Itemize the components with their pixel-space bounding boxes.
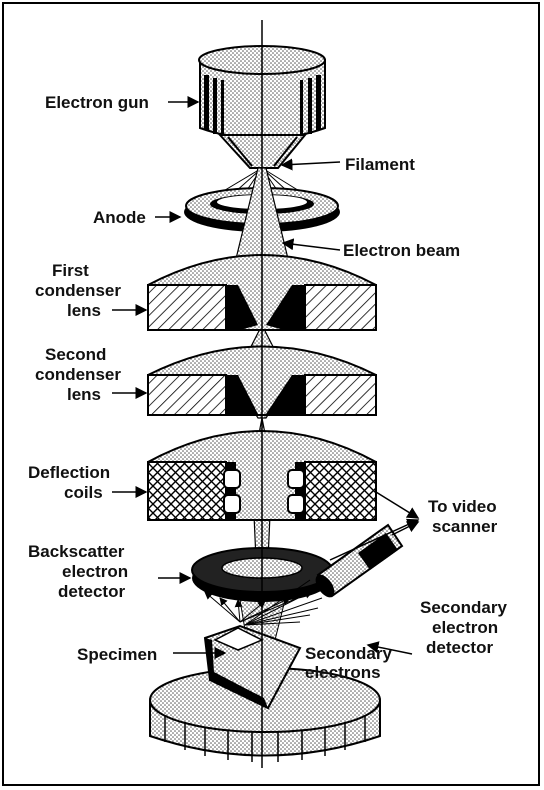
label-secondary-detector-3: detector [426,638,493,657]
label-backscatter-1: Backscatter [28,542,125,561]
label-secondary-detector-1: Secondary [420,598,507,617]
label-video-scanner-1: To video [428,497,497,516]
label-deflection-2: coils [64,483,103,502]
label-video-scanner-2: scanner [432,517,498,536]
label-first-condenser-1: First [52,261,89,280]
label-electron-gun: Electron gun [45,93,149,112]
label-second-condenser-2: condenser [35,365,121,384]
label-secondary-detector-2: electron [432,618,498,637]
label-second-condenser-1: Second [45,345,106,364]
label-backscatter-2: electron [62,562,128,581]
label-filament: Filament [345,155,415,174]
label-second-condenser-3: lens [67,385,101,404]
label-backscatter-3: detector [58,582,125,601]
label-electron-beam: Electron beam [343,241,460,260]
label-first-condenser-2: condenser [35,281,121,300]
label-anode: Anode [93,208,146,227]
label-secondary-electrons-2: electrons [305,663,381,682]
label-deflection-1: Deflection [28,463,110,482]
label-first-condenser-3: lens [67,301,101,320]
label-specimen: Specimen [77,645,157,664]
label-secondary-electrons-1: Secondary [305,644,392,663]
